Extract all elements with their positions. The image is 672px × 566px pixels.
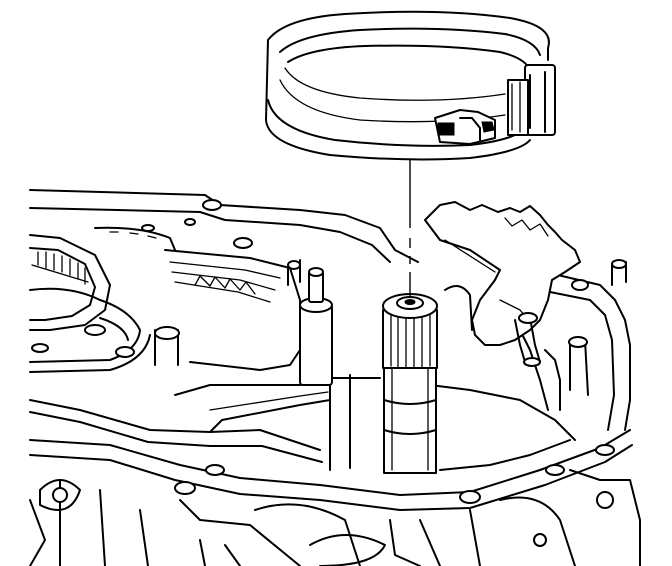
brake-band bbox=[265, 10, 556, 161]
planetary-gear-assembly bbox=[29, 218, 196, 373]
transmission-case bbox=[29, 189, 641, 566]
band-anchor-bracket bbox=[424, 201, 581, 367]
servo-pin bbox=[382, 285, 473, 474]
